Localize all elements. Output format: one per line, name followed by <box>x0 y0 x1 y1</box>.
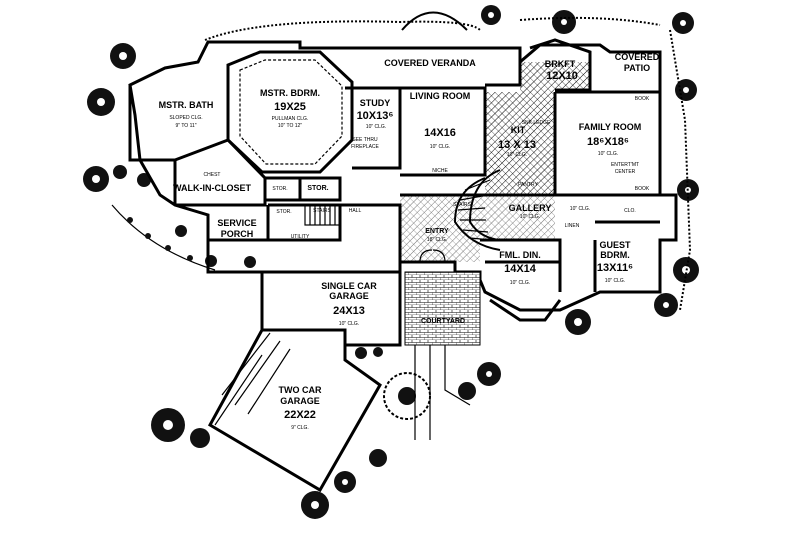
study-fireplace-note-2: FIREPLACE <box>351 144 379 150</box>
gazebo-arch <box>401 11 468 31</box>
two-car-garage-label: TWO CAR <box>279 385 322 395</box>
tree-icon <box>190 428 210 448</box>
living-room-label: LIVING ROOM <box>410 91 471 101</box>
front-walk <box>414 345 471 440</box>
kitchen-pantry: PANTRY <box>518 182 538 188</box>
guest-bedroom-label: GUEST <box>599 240 631 250</box>
courtyard-label: COURTYARD <box>421 318 465 325</box>
two-car-garage-note: 9" CLG. <box>291 425 309 431</box>
hall-ceiling-note: 10" CLG. <box>570 206 590 212</box>
master-bath-note: SLOPED CLG. <box>169 115 202 121</box>
master-bedroom-note: PULLMAN CLG. <box>272 116 309 122</box>
family-room-book: BOOK <box>635 96 650 102</box>
kitchen-dim: 13 X 13 <box>498 139 536 151</box>
formal-dining-dim: 14X14 <box>504 263 537 275</box>
shrub-icon <box>113 165 256 268</box>
hedge-row <box>111 204 216 271</box>
tree-icon <box>672 12 694 34</box>
tree-icon <box>87 88 115 116</box>
main-stairs-label: STAIRS <box>453 202 471 208</box>
family-room-book-2: BOOK <box>635 186 650 192</box>
top-hedge <box>204 16 692 311</box>
chest-label: CHEST <box>204 172 221 178</box>
two-car-garage-label-2: GARAGE <box>280 396 320 406</box>
tree-icon <box>301 491 329 519</box>
master-bath-label: MSTR. BATH <box>159 100 214 110</box>
tree-icon <box>383 372 431 420</box>
storage-label: STOR. <box>272 186 287 192</box>
living-room-niche: NICHE <box>432 168 448 174</box>
study-note: 10" CLG. <box>366 124 386 130</box>
living-room-note: 10" CLG. <box>430 144 450 150</box>
study-dim: 10X13⁶ <box>357 110 394 122</box>
back-stairs-label: STAIRS <box>313 208 331 214</box>
family-room-entertainment: ENTERT'MT <box>611 162 639 168</box>
family-room-label: FAMILY ROOM <box>579 122 642 132</box>
kitchen-note: 10" CLG. <box>507 152 527 158</box>
tree-icon <box>458 382 476 400</box>
family-room-note: 10" CLG. <box>598 151 618 157</box>
single-garage-dim: 24X13 <box>333 305 365 317</box>
breakfast-label: BRKFT <box>545 59 576 69</box>
tree-icon <box>369 449 387 467</box>
family-room-dim: 18⁶X18⁶ <box>587 136 629 148</box>
tree-icon <box>565 309 591 335</box>
tree-icon <box>552 10 576 34</box>
study-fireplace-note: SEE THRU <box>352 137 378 143</box>
master-bedroom-label: MSTR. BDRM. <box>260 88 320 98</box>
guest-bedroom-label-2: BDRM. <box>600 250 630 260</box>
two-car-garage-dim: 22X22 <box>284 409 316 421</box>
hall-label: HALL <box>349 208 362 214</box>
linen-label: LINEN <box>565 223 580 229</box>
kitchen-ledge: SNK LEDGE <box>522 120 551 126</box>
single-garage-label-2: GARAGE <box>329 291 369 301</box>
kitchen-label: KIT <box>511 125 526 135</box>
shrub-icon <box>355 347 383 359</box>
tree-icon <box>83 166 109 192</box>
single-garage-note: 10" CLG. <box>339 321 359 327</box>
covered-veranda-label: COVERED VERANDA <box>384 58 476 68</box>
entry-doors <box>419 249 446 263</box>
tree-icon <box>481 5 501 25</box>
gallery-note: 10" CLG. <box>520 214 540 220</box>
tree-icon <box>675 79 697 101</box>
gallery-label: GALLERY <box>509 203 552 213</box>
formal-dining-label: FML. DIN. <box>499 250 541 260</box>
walk-in-closet-label: WALK-IN-CLOSET <box>173 183 251 193</box>
master-bath-note-2: 9" TO 11" <box>175 123 196 129</box>
tree-icon <box>110 43 136 69</box>
master-bedroom-note-2: 10" TO 12" <box>278 123 302 129</box>
service-porch-label: SERVICE <box>217 218 256 228</box>
single-garage-label: SINGLE CAR <box>321 281 377 291</box>
tree-icon <box>334 471 356 493</box>
family-room-entertainment-2: CENTER <box>615 169 636 175</box>
guest-bedroom-note: 10" CLG. <box>605 278 625 284</box>
storage-label-2: STOR. <box>307 185 328 192</box>
back-stairs <box>304 204 341 226</box>
covered-patio-label: COVERED <box>615 52 660 62</box>
master-bedroom-dim: 19X25 <box>274 101 306 113</box>
landscaping <box>83 5 699 519</box>
covered-patio-label-2: PATIO <box>624 63 650 73</box>
courtyard-paving <box>404 271 481 346</box>
closet-label: CLO. <box>624 208 636 214</box>
service-porch-label-2: PORCH <box>221 229 254 239</box>
main-staircase <box>453 169 501 251</box>
living-room-dim: 14X16 <box>424 127 456 139</box>
tree-icon <box>654 293 678 317</box>
entry-note: 18" CLG. <box>427 237 447 243</box>
storage-label-3: STOR. <box>276 209 291 215</box>
labels: COVERED VERANDA COVERED PATIO BRKFT 12X1… <box>159 52 660 431</box>
utility-label: UTILITY <box>291 234 310 240</box>
tree-icon <box>151 408 185 442</box>
entry-label: ENTRY <box>425 228 449 235</box>
study-label: STUDY <box>360 98 391 108</box>
tiled-floor <box>400 62 590 262</box>
formal-dining-note: 10" CLG. <box>510 280 530 286</box>
guest-bedroom-dim: 13X11⁶ <box>597 262 633 274</box>
tree-icon <box>477 362 501 386</box>
breakfast-dim: 12X10 <box>546 70 578 82</box>
